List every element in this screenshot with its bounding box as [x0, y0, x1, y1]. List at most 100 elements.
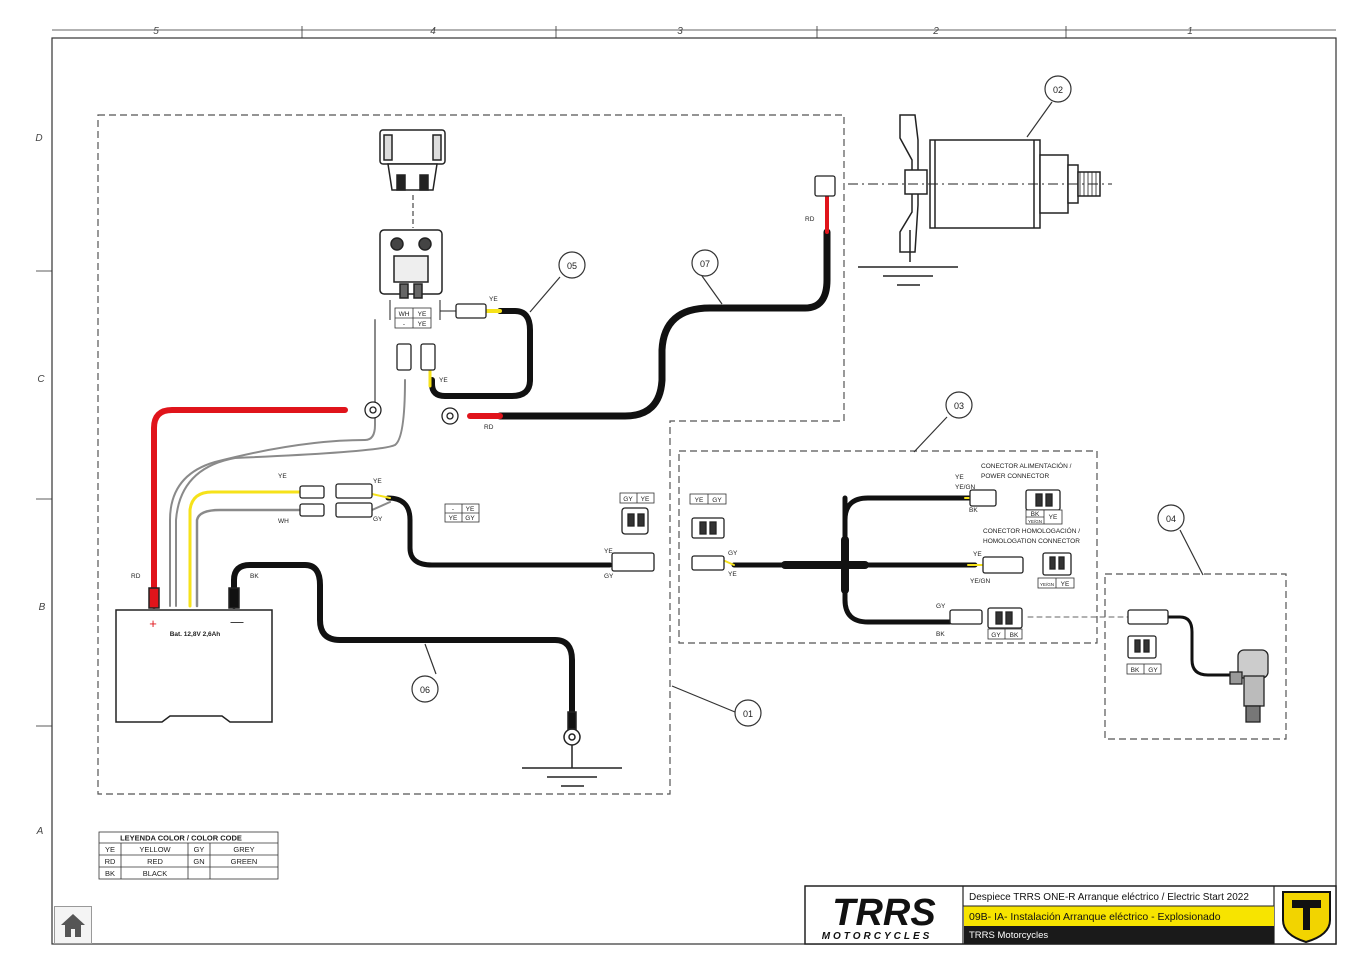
relay-pin-r2c2: YE: [418, 321, 427, 328]
wire-yellow-harness: [724, 560, 735, 566]
callout-02-circle: [1044, 75, 1072, 103]
mid-pin-r1c2: YE: [466, 506, 475, 513]
sensor-pin-table: [1126, 663, 1162, 675]
callout-07: 07: [700, 259, 710, 269]
drawing-frame: [36, 26, 1337, 945]
callout-07-circle: [691, 249, 719, 277]
callout-05-circle: [558, 251, 586, 279]
callout-01-circle: [734, 699, 762, 727]
label-ye-relay-top: YE: [489, 296, 498, 303]
relay-terminals: [364, 175, 836, 425]
mid-pin-r2c2: GY: [465, 515, 475, 522]
legend-r1c4: GREY: [233, 845, 254, 854]
label-ye-power: YE: [955, 474, 964, 481]
label-ye-conn-b: YE: [604, 548, 613, 555]
harness-03-connectors: [691, 489, 1072, 629]
label-bk-power: BK: [969, 507, 978, 514]
label-yegn-homol: YE/GN: [970, 578, 991, 585]
grid-row-b: B: [39, 602, 46, 613]
homol-pin-1: YE/GN: [1040, 582, 1054, 587]
title-line1: Despiece TRRS ONE-R Arranque eléctrico /…: [969, 892, 1249, 903]
logo-main: TRRS: [832, 892, 935, 934]
callouts: [411, 75, 1185, 727]
label-ye-mid: YE: [373, 478, 382, 485]
grid-col-2: 2: [932, 26, 939, 37]
grid-col-4: 4: [430, 26, 436, 37]
mid-pin-r2c1: YE: [449, 515, 458, 522]
legend-r2c3: GN: [193, 857, 204, 866]
grid-row-c: C: [37, 374, 45, 385]
battery-label: Bat. 12,8V 2,6Ah: [170, 631, 221, 638]
mid-pin-r1c1: -: [452, 506, 454, 513]
wire-black-05: [429, 308, 533, 399]
legend-r1c2: YELLOW: [139, 845, 171, 854]
label-ye-relay-pin: YE: [439, 377, 448, 384]
wire-grey-left: [195, 508, 302, 608]
label-wh-left: WH: [278, 518, 289, 525]
group-boundaries: [97, 114, 1287, 795]
label-bk-bottom: BK: [936, 631, 945, 638]
conn-harness-pin-2: GY: [712, 497, 722, 504]
conn-right-pin-2: YE: [641, 496, 650, 503]
label-rd-relay: RD: [484, 424, 494, 431]
battery-plus: +: [149, 616, 157, 631]
title-block: [804, 885, 1337, 945]
wires: [151, 193, 1240, 715]
legend-title: LEYENDA COLOR / COLOR CODE: [120, 834, 242, 843]
label-gy-conn-b: GY: [604, 573, 614, 580]
label-ye-harness: YE: [728, 571, 737, 578]
harness-03-boundary: [678, 450, 1098, 644]
callout-numbers: 01 02 03 04 05 06 07: [420, 85, 1176, 719]
conn-harness-pin-1: YE: [695, 497, 704, 504]
grid-row-a: A: [36, 826, 44, 837]
sensor-pin-1: BK: [1131, 667, 1140, 674]
wire-grey-1: [169, 319, 376, 607]
starter-relay: [379, 129, 458, 320]
relay-pin-table: [394, 307, 432, 329]
mid-pin-table: [444, 503, 480, 523]
harness-pin-tables: [689, 493, 1075, 640]
legend-r3c2: BLACK: [143, 869, 168, 878]
homol-connector-label-2: HOMOLOGATION CONNECTOR: [983, 538, 1080, 545]
battery-minus: —: [231, 614, 244, 629]
callout-06: 06: [420, 685, 430, 695]
bottom-conn-pin-2: BK: [1010, 632, 1019, 639]
logo-sub: MOTORCYCLES: [822, 931, 933, 942]
wire-red-battery: [151, 407, 348, 609]
title-line3: TRRS Motorcycles: [969, 930, 1048, 941]
sensor-pin-2: GY: [1148, 667, 1158, 674]
relay-pin-r1c1: WH: [399, 311, 410, 318]
leader-lines: [424, 101, 1204, 713]
ground-terminal-06: [522, 711, 622, 787]
homol-pin-2: YE: [1061, 581, 1070, 588]
relay-pin-r2c1: -: [403, 321, 405, 328]
bottom-conn-pin-1: GY: [991, 632, 1001, 639]
sensor-04-boundary: [1104, 573, 1287, 740]
grid-col-5: 5: [153, 26, 159, 37]
callout-01: 01: [743, 709, 753, 719]
wire-yellow-left: [188, 490, 302, 608]
grid-col-3: 3: [677, 26, 683, 37]
callout-05: 05: [567, 261, 577, 271]
home-icon: [61, 914, 85, 937]
home-button[interactable]: [54, 906, 92, 944]
power-connector-label-1: CONECTOR ALIMENTACIÓN /: [981, 461, 1072, 470]
label-rd-battery: RD: [131, 573, 141, 580]
legend-r2c1: RD: [105, 857, 116, 866]
power-connector-label-2: POWER CONNECTOR: [981, 473, 1049, 480]
callout-03: 03: [954, 401, 964, 411]
sensor-04: [1127, 609, 1269, 723]
callout-04-circle: [1157, 504, 1185, 532]
label-gy-mid: GY: [373, 516, 383, 523]
conn-right-pin-1: GY: [623, 496, 633, 503]
wire-black-sensor: [1166, 615, 1240, 677]
battery: [115, 587, 273, 723]
grid-labels: 5 4 3 2 1 D C B A: [35, 26, 1192, 837]
wire-black-mid: [385, 495, 613, 568]
wire-grey-mid: [371, 501, 391, 511]
power-pin-r1c1: BK: [1031, 511, 1040, 518]
legend-r3c1: BK: [105, 869, 115, 878]
callout-06-circle: [411, 675, 439, 703]
legend-r1c1: YE: [105, 845, 115, 854]
